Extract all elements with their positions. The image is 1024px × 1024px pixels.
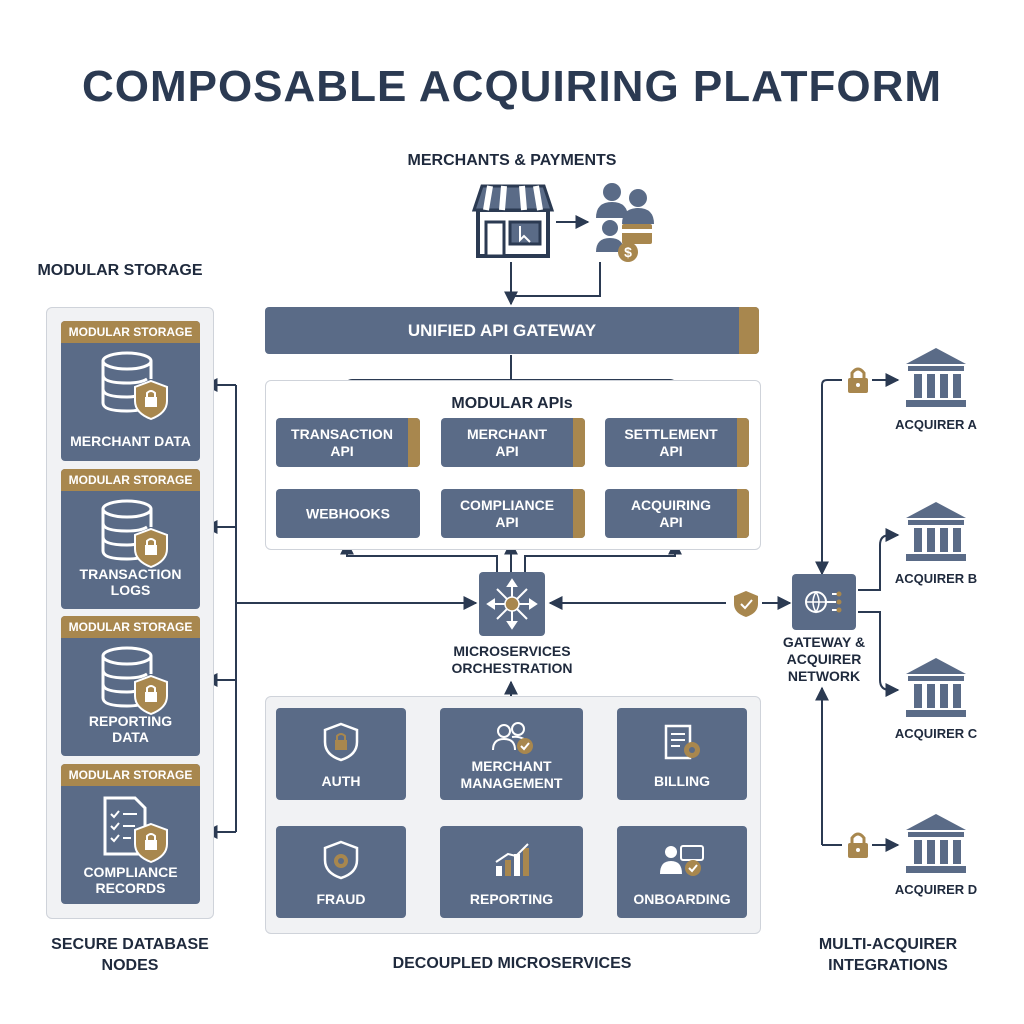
multi-acquirer-caption: MULTI-ACQUIRER INTEGRATIONS — [818, 936, 958, 974]
shield-check-icon — [734, 591, 758, 617]
api-acquiring[interactable]: ACQUIRING API — [605, 489, 749, 538]
svg-text:$: $ — [624, 244, 632, 260]
microservice-merchant-management[interactable]: MERCHANT MANAGEMENT — [440, 708, 583, 800]
page-title: COMPOSABLE ACQUIRING PLATFORM — [81, 62, 943, 111]
api-accent-bar — [737, 489, 749, 538]
unified-api-gateway[interactable]: UNIFIED API GATEWAY — [265, 307, 759, 354]
globe-network-icon — [805, 591, 842, 614]
storage-node-merchant-data[interactable]: MODULAR STORAGE MERCHANT DATA — [61, 321, 200, 461]
microservice-label: FRAUD — [316, 891, 366, 907]
database-lock-icon — [101, 646, 168, 716]
gateway-network-label: GATEWAY & ACQUIRER NETWORK — [782, 634, 866, 684]
microservice-label: REPORTING — [469, 891, 554, 907]
api-compliance[interactable]: COMPLIANCE API — [441, 489, 585, 538]
api-accent-bar — [408, 418, 420, 467]
bank-icon — [906, 502, 966, 561]
gateway-network-hub[interactable] — [792, 574, 856, 630]
api-accent-bar — [573, 418, 585, 467]
api-label: TRANSACTION API — [291, 425, 393, 459]
database-lock-icon — [101, 351, 168, 421]
padlock-icon — [848, 832, 868, 858]
microservice-onboarding[interactable]: ONBOARDING — [617, 826, 747, 918]
api-accent-bar — [737, 418, 749, 467]
users-check-icon — [491, 722, 533, 754]
gateway-label: UNIFIED API GATEWAY — [407, 321, 597, 340]
storage-label: TRANSACTION LOGS — [79, 566, 182, 598]
api-transaction[interactable]: TRANSACTION API — [276, 418, 420, 467]
orchestration-hub[interactable] — [479, 572, 545, 636]
storage-label: MERCHANT DATA — [70, 433, 191, 449]
microservice-auth[interactable]: AUTH — [276, 708, 406, 800]
storage-node-transaction-logs[interactable]: MODULAR STORAGE TRANSACTION LOGS — [61, 469, 200, 609]
invoice-gear-icon — [664, 724, 700, 760]
storage-node-reporting-data[interactable]: MODULAR STORAGE REPORTING DATA — [61, 616, 200, 756]
storefront-icon — [471, 184, 555, 258]
shield-lock-icon — [323, 722, 359, 762]
storage-label: COMPLIANCE RECORDS — [83, 864, 178, 896]
microservice-label: ONBOARDING — [633, 891, 731, 907]
shield-gear-icon — [323, 840, 359, 880]
api-label: WEBHOOKS — [306, 505, 390, 521]
checklist-lock-icon — [103, 796, 168, 864]
storage-label: REPORTING DATA — [88, 713, 173, 745]
api-label: ACQUIRING API — [630, 496, 712, 530]
bar-chart-icon — [494, 843, 529, 876]
acquirer-a-label: ACQUIRER A — [895, 417, 977, 432]
storage-node-compliance-records[interactable]: MODULAR STORAGE COMPLIANCE RECORDS — [61, 764, 200, 904]
acquirer-b-label: ACQUIRER B — [894, 571, 978, 586]
modular-storage-heading: MODULAR STORAGE — [37, 262, 203, 279]
api-label: MERCHANT API — [466, 425, 548, 459]
secure-database-caption: SECURE DATABASE NODES — [51, 936, 209, 974]
orchestration-label: MICROSERVICES ORCHESTRATION — [451, 643, 573, 676]
padlock-icon — [848, 367, 868, 393]
bank-icon — [906, 348, 966, 407]
microservice-label: BILLING — [654, 773, 710, 789]
acquirer-c-label: ACQUIRER C — [894, 726, 978, 741]
database-lock-icon — [101, 499, 168, 569]
bank-icon — [906, 658, 966, 717]
gateway-accent-bar — [739, 307, 759, 354]
storage-tag: MODULAR STORAGE — [61, 321, 200, 343]
customers-payment-icon: $ — [596, 183, 654, 262]
user-card-check-icon — [660, 845, 704, 876]
acquirer-d-label: ACQUIRER D — [894, 882, 978, 897]
bank-icon — [906, 814, 966, 873]
storage-tag: MODULAR STORAGE — [61, 764, 200, 786]
storage-tag: MODULAR STORAGE — [61, 616, 200, 638]
api-merchant[interactable]: MERCHANT API — [441, 418, 585, 467]
modular-apis-heading: MODULAR APIs — [451, 395, 573, 412]
microservice-label: AUTH — [321, 773, 361, 789]
hub-arrows-icon — [486, 578, 538, 630]
api-label: COMPLIANCE API — [459, 496, 555, 530]
merchants-heading: MERCHANTS & PAYMENTS — [407, 152, 617, 169]
microservice-fraud[interactable]: FRAUD — [276, 826, 406, 918]
api-label: SETTLEMENT API — [624, 425, 718, 459]
storage-tag: MODULAR STORAGE — [61, 469, 200, 491]
microservice-label: MERCHANT MANAGEMENT — [460, 758, 563, 791]
api-accent-bar — [573, 489, 585, 538]
decoupled-microservices-caption: DECOUPLED MICROSERVICES — [392, 955, 632, 972]
api-settlement[interactable]: SETTLEMENT API — [605, 418, 749, 467]
microservice-reporting[interactable]: REPORTING — [440, 826, 583, 918]
api-webhooks[interactable]: WEBHOOKS — [276, 489, 420, 538]
microservice-billing[interactable]: BILLING — [617, 708, 747, 800]
